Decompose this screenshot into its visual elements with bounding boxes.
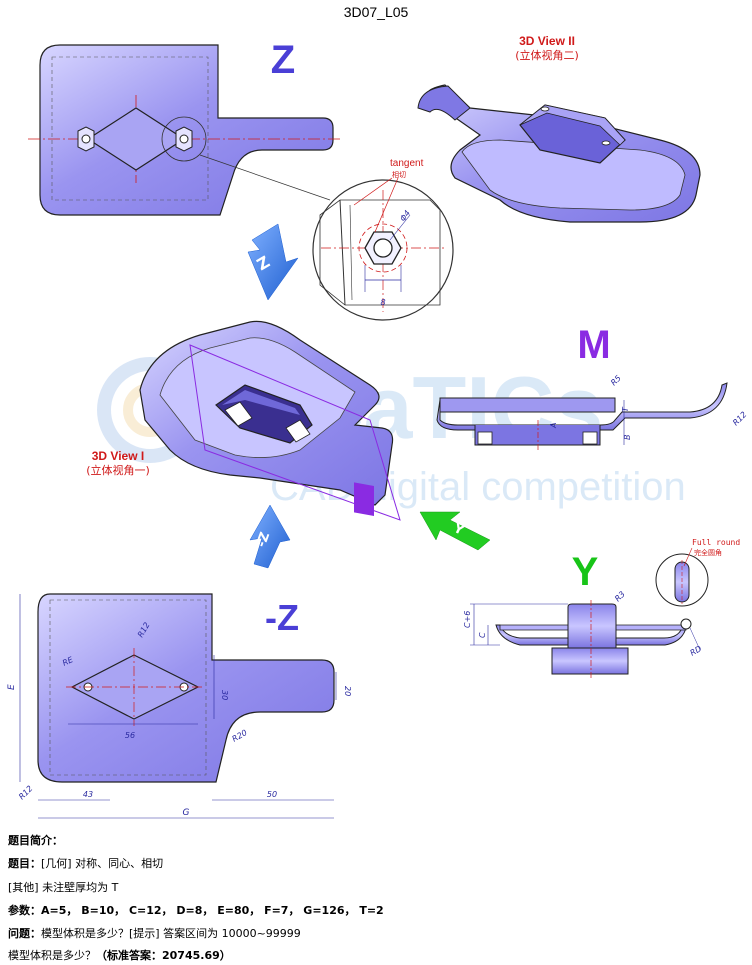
y-view-label: Y [572,550,599,594]
arrow-neg-z-label: -Z [254,530,273,549]
y-view: Y C+6 C R3 RD Full round 完全圆角 [463,538,740,680]
dim-50: 50 [267,790,277,799]
tangent-label: tangent [390,158,424,169]
m-view: M R5 T B A R12 [436,323,749,450]
neg-z-view-label: -Z [265,597,299,638]
view-1-label: 3D View I [92,449,144,463]
answer-close: ） [219,949,231,962]
dim-c: C [478,632,487,638]
dim-b: B [623,435,632,441]
params-text: A=5， B=10， C=12， D=8， E=80， F=7， G=126， … [41,904,384,917]
m-section-flag: M [356,558,372,580]
dim-c-plus-6: C+6 [463,611,472,628]
dim-t: T [621,406,630,412]
view-2-label-cn: (立体视角二) [515,48,579,62]
view-2-label: 3D View II [519,34,575,48]
z-view: Z [28,38,340,216]
dim-g: G [183,808,190,818]
view-1-label-cn: (立体视角一) [86,463,150,477]
answer-value: 20745.69 [162,949,220,962]
dim-8: 8 [380,298,385,307]
arrow-z: Z [247,223,299,301]
answer-question: 模型体积是多少？ [8,949,96,962]
question-line: 问题：模型体积是多少？[提示] 答案区间为 10000~99999 [8,925,301,941]
full-round-label: Full round [692,538,740,547]
dim-43: 43 [83,790,93,799]
arrow-neg-z: -Z [249,504,291,569]
neg-z-view: -Z 56 30 20 E R12 RE R20 R12 43 50 G [7,593,352,819]
dim-30: 30 [220,690,229,700]
params-line: 参数：A=5， B=10， C=12， D=8， E=80， F=7， G=12… [8,902,384,918]
dim-re: RE [61,655,75,668]
z-view-label: Z [271,38,295,82]
m-view-label: M [577,323,610,367]
dim-r20: R20 [231,728,249,744]
dim-20: 20 [343,686,352,696]
question-label: 问题： [8,927,41,940]
dim-r3: R3 [613,590,627,604]
sheet-title: 3D07_L05 [344,4,409,20]
topic-label: 题目： [8,857,41,870]
dim-a: A [549,423,558,429]
other-line: [其他] 未注壁厚均为 T [8,881,119,894]
params-label: 参数： [8,904,41,917]
view-1: M 3D View I (立体视角一) [86,320,401,580]
arrow-y: Y [419,511,491,551]
dim-e: E [7,684,17,690]
dim-56: 56 [125,731,135,740]
full-round-label-cn: 完全圆角 [694,548,722,557]
dim-r12-m: R12 [731,410,749,428]
answer-label: （标准答案： [96,949,162,962]
topic-text: [几何] 对称、同心、相切 [41,857,164,870]
dim-rd: RD [689,644,704,658]
answer-line: 模型体积是多少？（标准答案：20745.69） [8,947,231,963]
question-text: 模型体积是多少？[提示] 答案区间为 10000~99999 [41,927,301,940]
info-heading: 题目简介： [8,834,63,847]
dim-r5: R5 [609,374,623,388]
tangent-label-cn: 相切 [392,170,406,179]
view-2: 3D View II (立体视角二) [417,34,701,223]
detail-circle: 8 Φ4 tangent 相切 [312,158,454,321]
dim-r12-corner: R12 [17,784,35,802]
topic-line: 题目：[几何] 对称、同心、相切 [8,855,163,871]
